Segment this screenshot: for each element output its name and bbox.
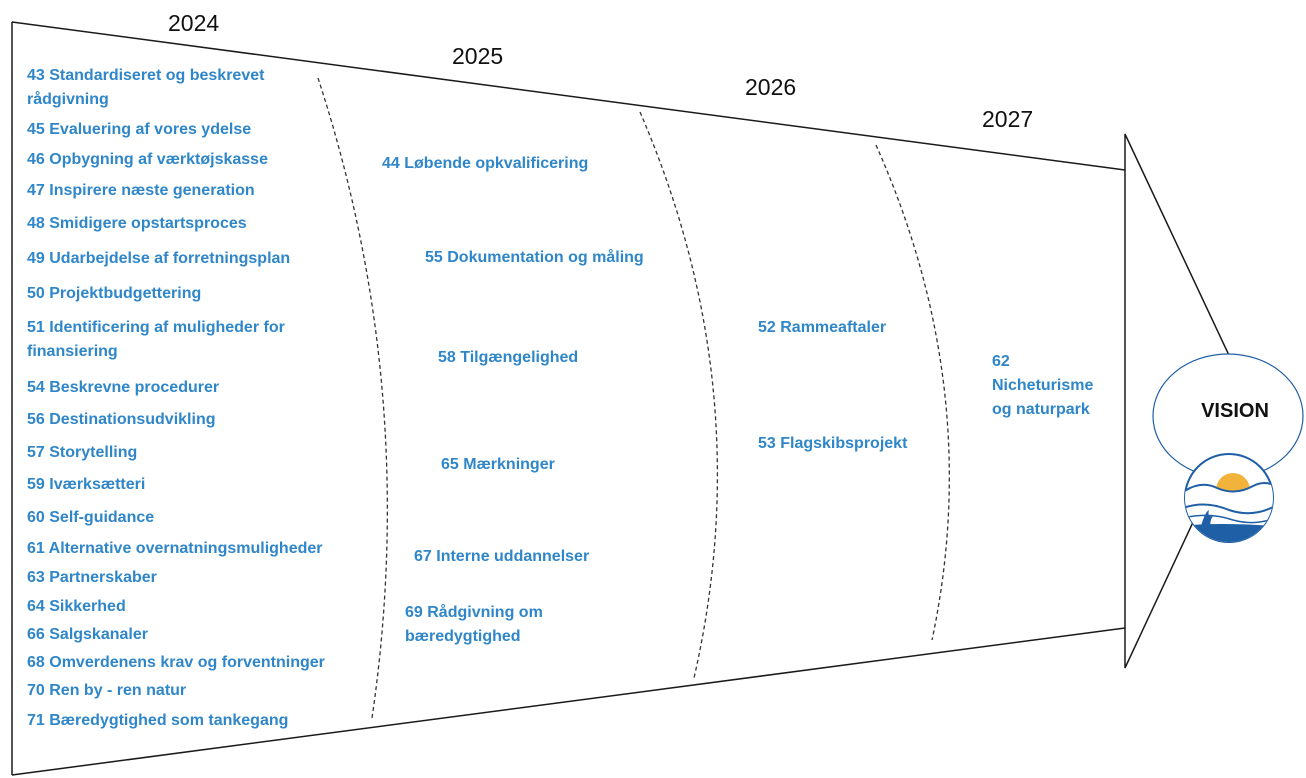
list-item: 61 Alternative overnatningsmuligheder bbox=[27, 540, 323, 557]
list-item: 67 Interne uddannelser bbox=[414, 548, 590, 565]
list-item: 55 Dokumentation og måling bbox=[425, 249, 644, 266]
list-item: 57 Storytelling bbox=[27, 444, 138, 461]
list-item: 53 Flagskibsprojekt bbox=[758, 435, 908, 452]
divider-2025-2026 bbox=[639, 111, 719, 679]
list-item: 69 Rådgivning om bæredygtighed bbox=[405, 604, 543, 645]
year-2027: 2027 bbox=[982, 106, 1034, 132]
list-item: 60 Self-guidance bbox=[27, 509, 155, 526]
divider-2024-2025 bbox=[317, 77, 388, 719]
list-item: 50 Projektbudgettering bbox=[27, 285, 202, 302]
list-item: 43 Standardiseret og beskrevet rådgivnin… bbox=[27, 67, 265, 108]
list-item: 48 Smidigere opstartsproces bbox=[27, 215, 247, 232]
list-item: 46 Opbygning af værktøjskasse bbox=[27, 151, 268, 168]
funnel-bottom-edge bbox=[11, 627, 1126, 776]
list-item: 65 Mærkninger bbox=[441, 456, 555, 473]
list-item: 51 Identificering af muligheder for fina… bbox=[27, 319, 285, 360]
list-item: 52 Rammeaftaler bbox=[758, 319, 887, 336]
list-item: 71 Bæredygtighed som tankegang bbox=[27, 712, 289, 729]
list-item: 63 Partnerskaber bbox=[27, 569, 157, 586]
list-item: 59 Iværksætteri bbox=[27, 476, 146, 493]
list-item: 47 Inspirere næste generation bbox=[27, 182, 255, 199]
vision-label: VISION bbox=[1201, 400, 1269, 422]
list-item: 49 Udarbejdelse af forretningsplan bbox=[27, 250, 291, 267]
list-item: 68 Omverdenens krav og forventninger bbox=[27, 654, 325, 671]
funnel-top-edge bbox=[11, 21, 1126, 171]
list-item: 70 Ren by - ren natur bbox=[27, 682, 187, 699]
year-2024: 2024 bbox=[168, 10, 220, 36]
sun-mountain-whale-logo-icon bbox=[1184, 453, 1274, 543]
list-item: 64 Sikkerhed bbox=[27, 598, 126, 615]
list-item: 56 Destinationsudvikling bbox=[27, 411, 216, 428]
list-item: 44 Løbende opkvalificering bbox=[382, 155, 589, 172]
divider-2026-2027 bbox=[875, 144, 950, 641]
year-2025: 2025 bbox=[452, 43, 504, 69]
list-item: 45 Evaluering af vores ydelse bbox=[27, 121, 252, 138]
list-item: 54 Beskrevne procedurer bbox=[27, 379, 220, 396]
list-item: 66 Salgskanaler bbox=[27, 626, 148, 643]
list-item: 58 Tilgængelighed bbox=[438, 349, 579, 366]
year-2026: 2026 bbox=[745, 74, 797, 100]
list-item: 62 Nicheturisme og naturpark bbox=[992, 353, 1094, 418]
